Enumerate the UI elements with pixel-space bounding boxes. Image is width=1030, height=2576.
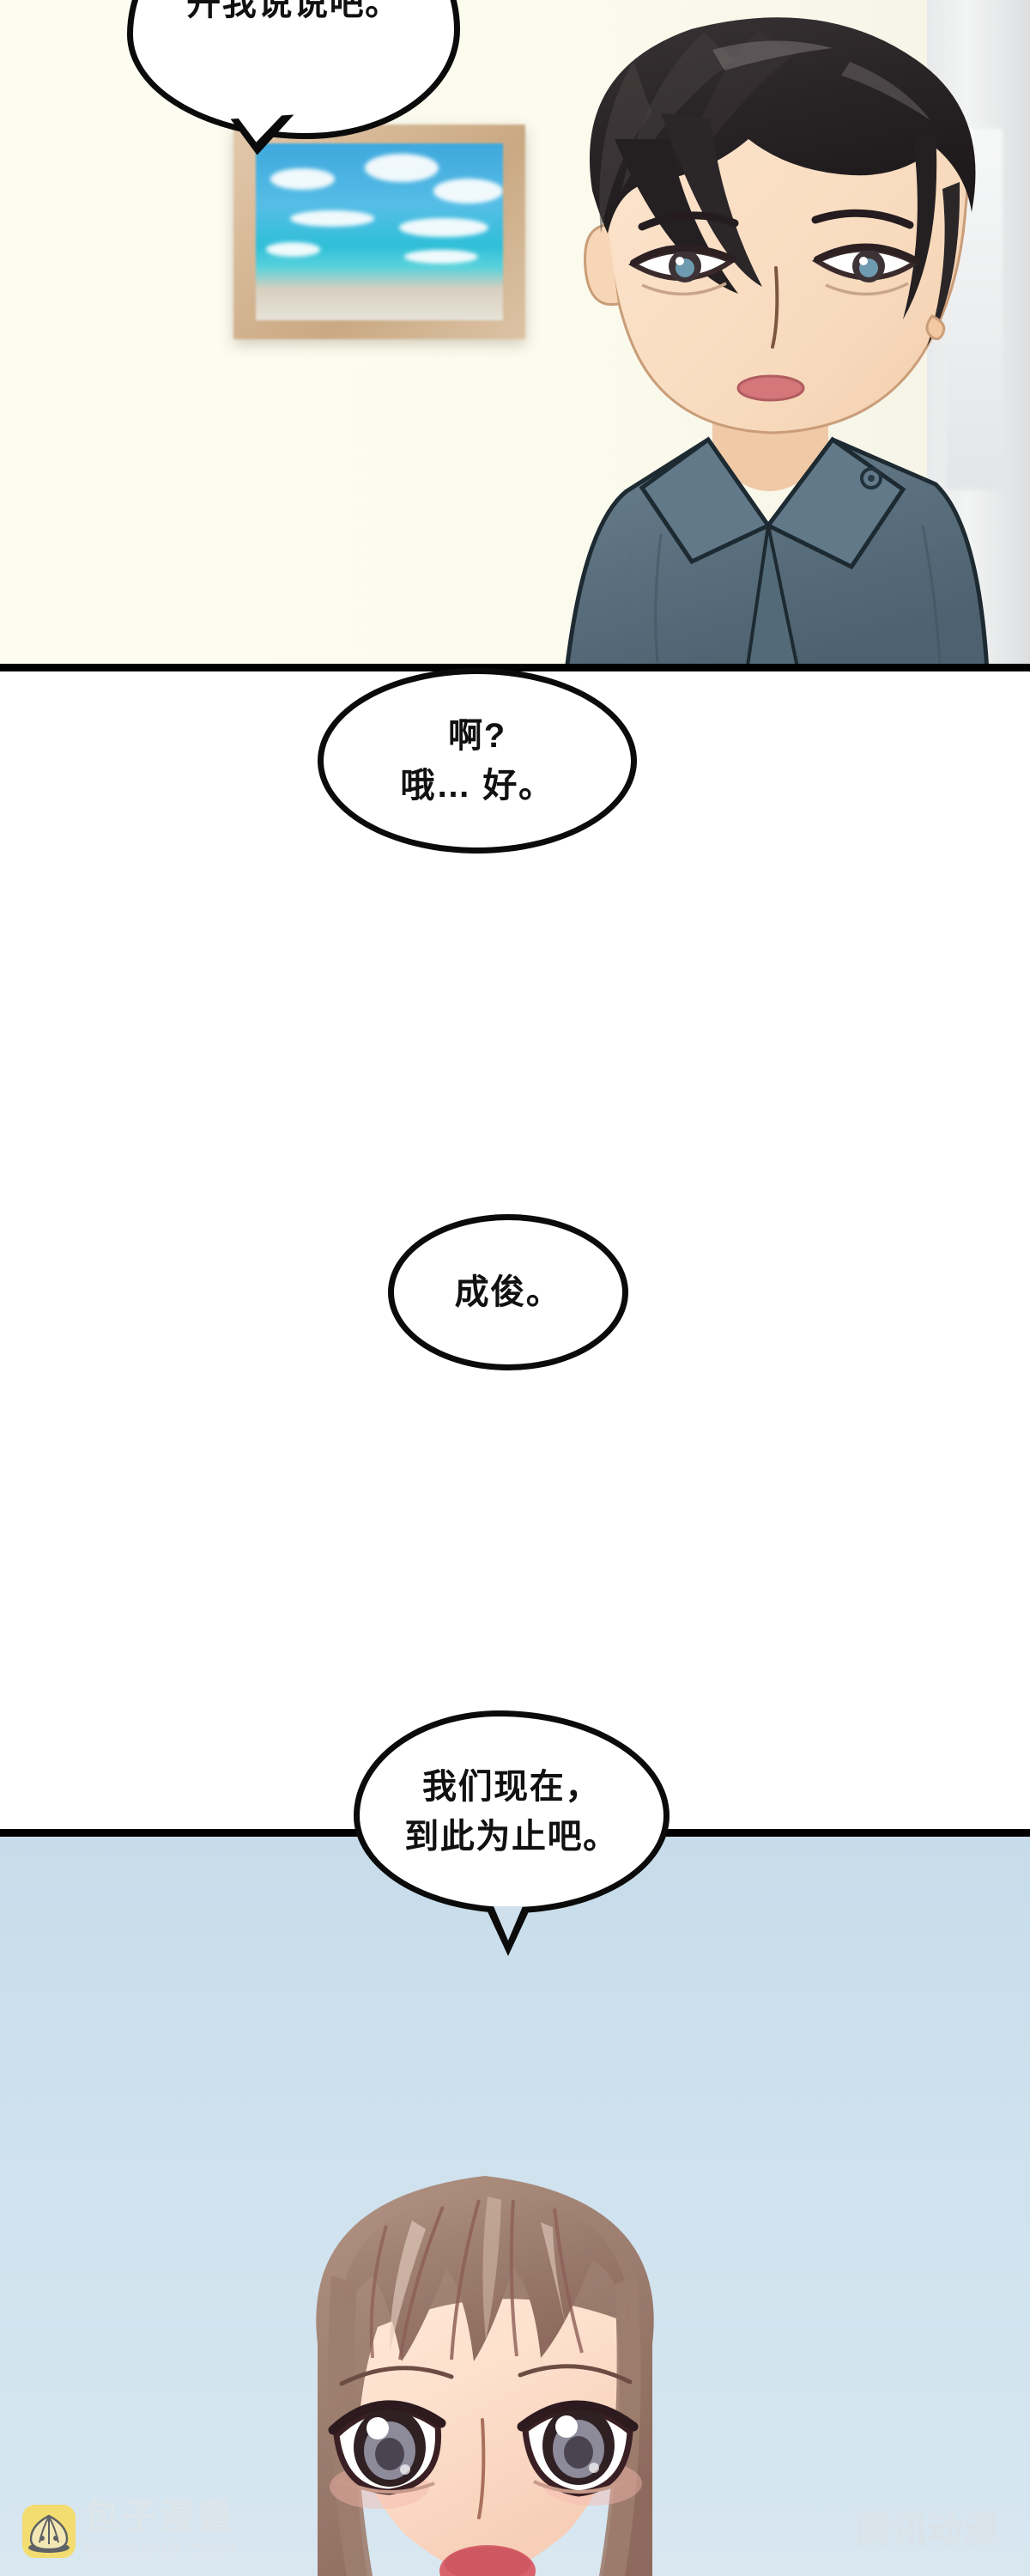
cloud-shape [270, 167, 336, 190]
speech-bubble-3: 成俊。 [388, 1214, 628, 1370]
cloud-shape [433, 179, 503, 204]
speech-bubble-4-tail [486, 1906, 530, 1956]
cloud-shape [364, 154, 439, 183]
speech-bubble-3-text: 成俊。 [454, 1273, 562, 1311]
speech-bubble-1-text: 开我说说吧。 [186, 0, 401, 22]
character-woman [316, 2176, 654, 2576]
cloud-shape [265, 242, 320, 257]
comic-panel-1 [0, 0, 1030, 671]
cloud-shape [399, 217, 488, 238]
speech-bubble-1-tail [230, 114, 297, 157]
speech-bubble-2: 啊? 哦… 好。 [318, 668, 637, 854]
speech-bubble-4-text: 我们现在， 到此为止吧。 [404, 1767, 619, 1856]
picture-frame [233, 125, 525, 339]
speech-bubble-2-text: 啊? 哦… 好。 [400, 716, 554, 805]
cloud-shape [290, 210, 375, 227]
character-man [565, 17, 989, 664]
cloud-shape [403, 249, 479, 264]
beach-painting [256, 143, 503, 320]
speech-bubble-4: 我们现在， 到此为止吧。 [354, 1710, 670, 1913]
